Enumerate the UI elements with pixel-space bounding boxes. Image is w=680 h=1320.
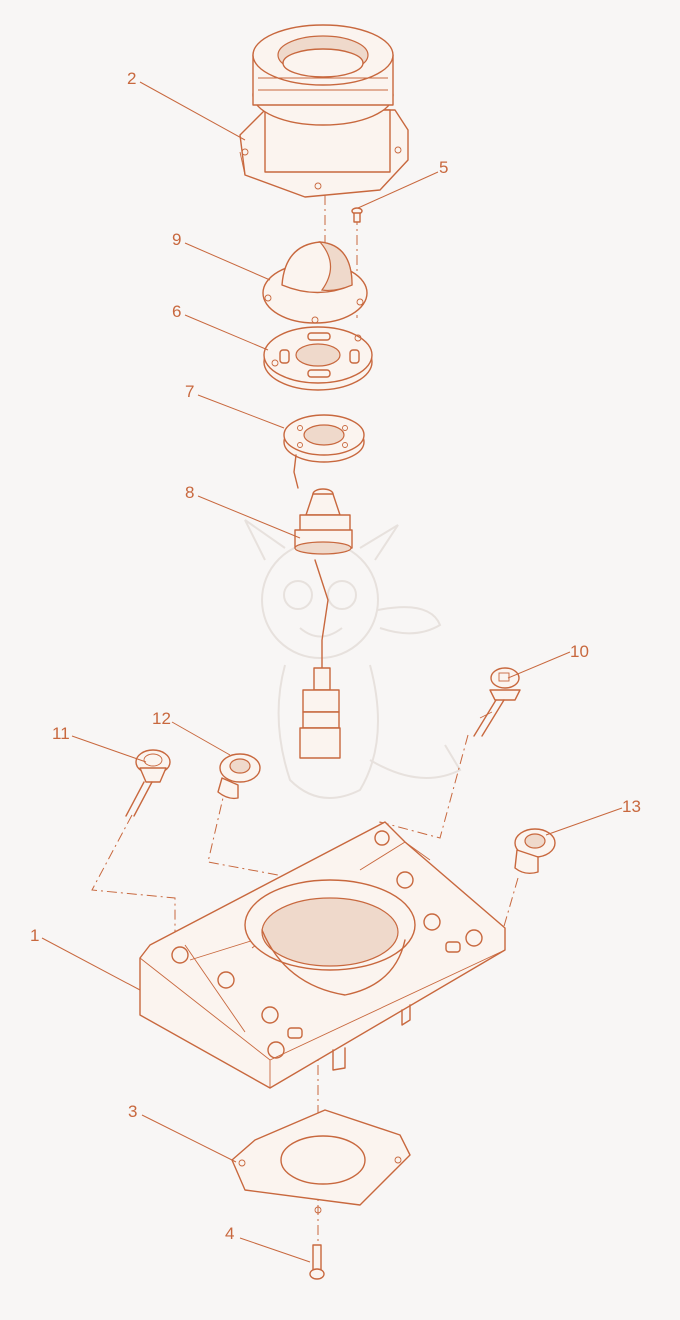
callout-3: 3 (128, 1102, 137, 1121)
callout-7: 7 (185, 382, 194, 401)
part-5-screw (351, 207, 363, 223)
callout-10: 10 (570, 642, 589, 661)
part-11-fastener (125, 749, 171, 817)
callout-1: 1 (30, 926, 39, 945)
callout-13: 13 (622, 797, 641, 816)
callout-9: 9 (172, 230, 181, 249)
part-1-base (139, 821, 506, 1089)
callout-6: 6 (172, 302, 181, 321)
part-2-housing (239, 24, 409, 198)
callout-2: 2 (127, 69, 136, 88)
leader-lines (41, 81, 623, 1263)
part-9-dome-cover (262, 241, 368, 324)
callout-5: 5 (439, 158, 448, 177)
part-13-grommet (514, 828, 556, 875)
part-12-grommet (217, 753, 261, 800)
part-7-ring (283, 414, 365, 489)
part-3-gasket (231, 1109, 411, 1214)
callout-12: 12 (152, 709, 171, 728)
callout-11: 11 (52, 724, 70, 743)
part-6-plate (263, 326, 373, 391)
part-4-bolt (309, 1244, 325, 1280)
callout-8: 8 (185, 483, 194, 502)
callout-labels: 1 2 3 4 5 6 7 8 9 10 11 12 13 (30, 69, 641, 1243)
part-10-fastener (473, 667, 521, 737)
callout-4: 4 (225, 1224, 234, 1243)
part-8-sensor (294, 488, 353, 759)
watermark-dragon (244, 519, 462, 799)
